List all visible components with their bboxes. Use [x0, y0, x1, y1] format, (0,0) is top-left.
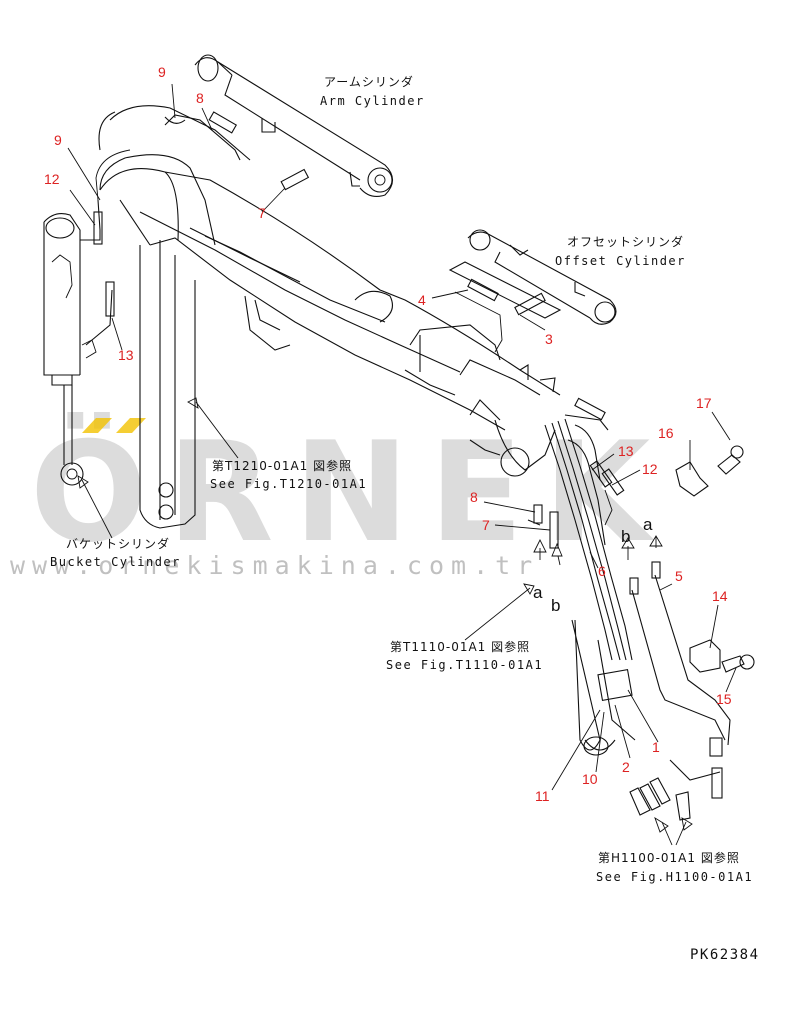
part-2: 2 — [622, 759, 630, 775]
part-7-top: 7 — [258, 205, 266, 221]
part-10: 10 — [582, 771, 598, 787]
ref-h1100-en: See Fig.H1100-01A1 — [596, 870, 753, 884]
part-12-left: 12 — [44, 171, 60, 187]
arm-cylinder-drawing — [194, 54, 394, 197]
mark-b-right: b — [621, 527, 630, 546]
ref-t1210-jp: 第T1210-01A1 図参照 — [212, 458, 352, 473]
drawing-code: PK62384 — [690, 947, 760, 963]
part-14: 14 — [712, 588, 728, 604]
offset-cylinder-label-jp: オフセットシリンダ — [567, 234, 684, 249]
part-8-top: 8 — [196, 90, 204, 106]
watermark-accent-right — [116, 418, 146, 433]
bucket-cylinder-label-jp: バケットシリンダ — [66, 536, 170, 551]
watermark-brand: ÖRNEK — [30, 412, 670, 573]
part-12-right: 12 — [642, 461, 658, 477]
part-11: 11 — [535, 788, 550, 804]
mark-a-right: a — [643, 515, 653, 534]
offset-cylinder-label-en: Offset Cylinder — [555, 254, 686, 268]
ref-h1100-jp: 第H1100-01A1 図参照 — [598, 850, 740, 865]
figure-references: 第T1210-01A1 図参照 See Fig.T1210-01A1 第T111… — [210, 458, 753, 884]
ref-t1110-en: See Fig.T1110-01A1 — [386, 658, 543, 672]
part-9-top: 9 — [158, 64, 166, 80]
bucket-cylinder-label-en: Bucket Cylinder — [50, 555, 181, 569]
part-13-left: 13 — [118, 347, 134, 363]
watermark-url: www.ornekismakina.com.tr — [10, 551, 539, 580]
watermark: ÖRNEK www.ornekismakina.com.tr — [10, 412, 670, 580]
mark-b-left: b — [551, 596, 560, 615]
bucket-cylinder-drawing — [43, 213, 97, 486]
part-16: 16 — [658, 425, 674, 441]
part-5: 5 — [675, 568, 683, 584]
part-7-mid: 7 — [482, 517, 490, 533]
boom-structure — [98, 105, 561, 529]
part-15: 15 — [716, 691, 732, 707]
part-6: 6 — [598, 563, 606, 579]
hoses-and-pipes — [80, 111, 755, 821]
part-4: 4 — [418, 292, 426, 308]
part-9-left: 9 — [54, 132, 62, 148]
ref-t1210-en: See Fig.T1210-01A1 — [210, 477, 367, 491]
component-labels: アームシリンダ Arm Cylinder オフセットシリンダ Offset Cy… — [50, 74, 686, 569]
part-8-mid: 8 — [470, 489, 478, 505]
mark-a-left: a — [533, 583, 543, 602]
watermark-accent-left — [82, 418, 112, 433]
part-13-right: 13 — [618, 443, 634, 459]
offset-cylinder-drawing — [448, 229, 617, 325]
part-3: 3 — [545, 331, 553, 347]
leader-lines — [67, 83, 737, 846]
part-number-callouts: 9 8 7 9 12 13 4 3 17 16 13 12 8 7 6 5 14… — [44, 64, 732, 804]
connection-marks: a b a b — [533, 515, 653, 615]
arm-cylinder-label-jp: アームシリンダ — [324, 74, 414, 89]
part-17: 17 — [696, 395, 712, 411]
ref-t1110-jp: 第T1110-01A1 図参照 — [390, 639, 530, 654]
part-1: 1 — [652, 739, 660, 755]
arm-cylinder-label-en: Arm Cylinder — [320, 94, 425, 108]
